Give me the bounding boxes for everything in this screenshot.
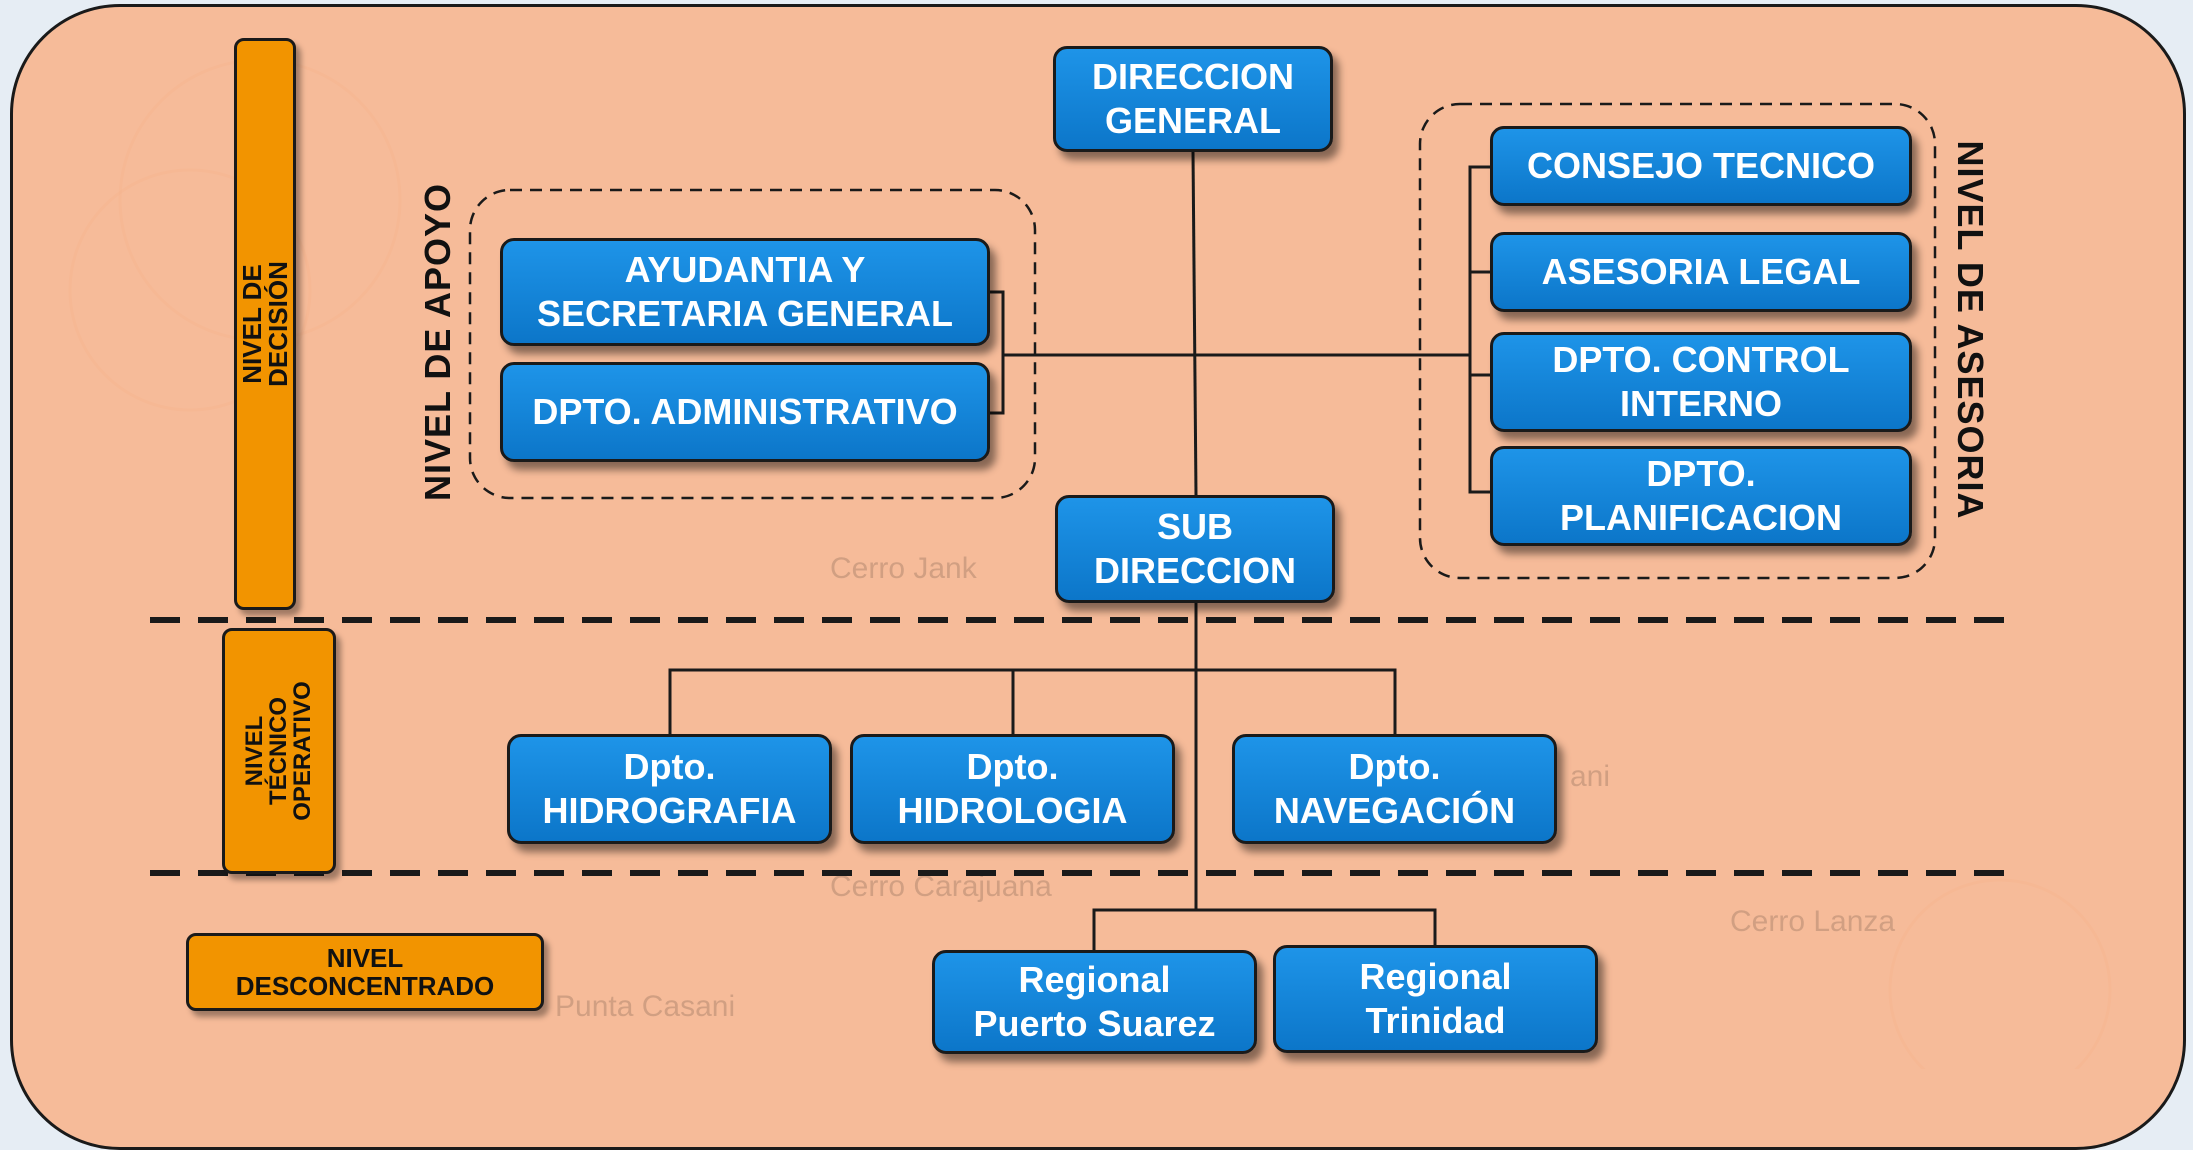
level-apoyo-label: NIVEL DE APOYO — [417, 182, 458, 502]
dpto-planificacion-box: DPTO. PLANIFICACION — [1490, 446, 1912, 546]
direccion-general-box: DIRECCION GENERAL — [1053, 46, 1333, 152]
dpto-control-interno-box: DPTO. CONTROL INTERNO — [1490, 332, 1912, 432]
dpto-administrativo-box: DPTO. ADMINISTRATIVO — [500, 362, 990, 462]
map-label: Cerro Lanza — [1730, 905, 1896, 938]
level-decision-badge: NIVEL DE DECISIÓN — [234, 38, 296, 610]
map-label: Cerro Jank — [830, 552, 977, 585]
regional-trinidad-box: Regional Trinidad — [1273, 945, 1598, 1053]
level-tecnico-badge: NIVEL TÉCNICO OPERATIVO — [222, 628, 336, 874]
ayudantia-box: AYUDANTIA Y SECRETARIA GENERAL — [500, 238, 990, 346]
consejo-tecnico-box: CONSEJO TECNICO — [1490, 126, 1912, 206]
map-label: ani — [1570, 760, 1611, 793]
level-desconcentrado-label: NIVEL DESCONCENTRADO — [235, 943, 495, 1001]
map-label: Punta Casani — [555, 990, 736, 1023]
dpto-hidrografia-box: Dpto. HIDROGRAFIA — [507, 734, 832, 844]
level-decision-label: NIVEL DE DECISIÓN — [237, 261, 293, 387]
dpto-navegacion-box: Dpto. NAVEGACIÓN — [1232, 734, 1557, 844]
level-desconcentrado-badge: NIVEL DESCONCENTRADO — [186, 933, 544, 1011]
regional-puerto-suarez-box: Regional Puerto Suarez — [932, 950, 1257, 1054]
level-asesoria-label: NIVEL DE ASESORIA — [1950, 140, 1991, 520]
asesoria-legal-box: ASESORIA LEGAL — [1490, 232, 1912, 312]
dpto-hidrologia-box: Dpto. HIDROLOGIA — [850, 734, 1175, 844]
level-tecnico-label: NIVEL TÉCNICO OPERATIVO — [241, 681, 317, 821]
sub-direccion-box: SUB DIRECCION — [1055, 495, 1335, 603]
connector-lines — [150, 102, 2010, 950]
